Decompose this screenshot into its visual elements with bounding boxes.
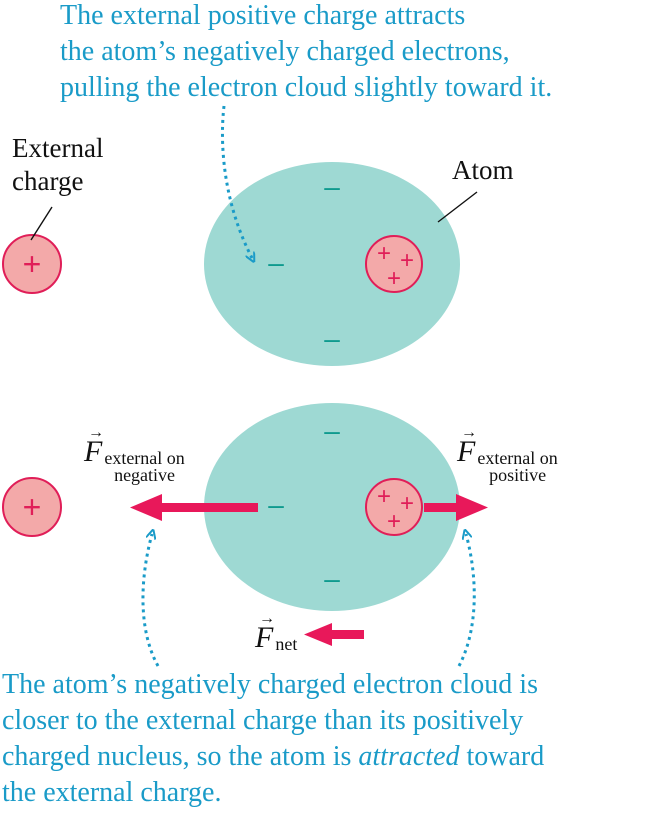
atom-electron-cloud: [204, 403, 460, 611]
bottom-caption-line: closer to the external charge than its p…: [2, 705, 524, 736]
force-subscript-line: external on: [477, 448, 558, 468]
bottom-caption-line: The atom’s negatively charged electron c…: [2, 669, 538, 700]
nucleus: [365, 478, 423, 536]
force-subscript-line: external on: [104, 448, 185, 468]
vector-arrow-icon: →: [461, 424, 477, 441]
attraction-callout-arrow: [220, 105, 252, 258]
bottom-caption-text: toward: [459, 741, 545, 772]
top-panel: – – – + + + +: [2, 105, 478, 366]
force-subscript-line: positive: [489, 465, 547, 485]
force-subscript: net: [275, 634, 298, 654]
caption-callout-arrow-right: [457, 534, 476, 667]
force-subscript-line: negative: [114, 465, 176, 485]
force-on-positive-arrow-shaft: [424, 503, 460, 512]
top-caption-line: the atom’s negatively charged electrons,: [60, 36, 510, 67]
nucleus: [365, 235, 423, 293]
force-on-positive-arrow-head: [456, 494, 488, 521]
nucleus-plus-sign: +: [400, 247, 414, 274]
electron-minus-sign: –: [324, 323, 340, 354]
force-letter: F: [255, 621, 274, 654]
bottom-caption-emphasis: attracted: [358, 741, 460, 772]
force-letter: F: [84, 435, 103, 468]
atom-label: Atom: [452, 155, 514, 185]
bottom-caption: The atom’s negatively charged electron c…: [2, 667, 544, 811]
electron-minus-sign: –: [324, 563, 340, 594]
vector-arrow-icon: →: [88, 424, 104, 441]
bottom-caption-line: charged nucleus, so the atom is attracte…: [2, 739, 544, 775]
nucleus-plus-sign: +: [377, 483, 391, 510]
force-label-net: F→net: [255, 611, 298, 654]
force-symbol: F→: [84, 425, 104, 468]
external-charge-label: External charge: [12, 132, 103, 198]
nucleus-plus-sign: +: [400, 490, 414, 517]
force-letter: F: [457, 435, 476, 468]
electron-minus-sign: –: [324, 415, 340, 446]
bottom-caption-text: charged nucleus, so the atom is: [2, 741, 359, 772]
external-charge: [2, 234, 62, 294]
top-caption-line: pulling the electron cloud slightly towa…: [60, 72, 553, 103]
nucleus-plus-sign: +: [387, 508, 401, 535]
external-charge-plus-sign: +: [23, 246, 42, 282]
force-symbol: F→: [255, 611, 275, 654]
vector-arrow-icon: →: [259, 610, 275, 627]
atom-leader-line: [437, 191, 478, 223]
external-charge-label-line: External: [12, 133, 104, 163]
top-caption: The external positive charge attracts th…: [60, 0, 552, 106]
electron-minus-sign: –: [268, 247, 284, 278]
nucleus-plus-sign: +: [377, 240, 391, 267]
electron-minus-sign: –: [268, 489, 284, 520]
external-charge: [2, 477, 62, 537]
electron-minus-sign: –: [324, 171, 340, 202]
net-force-arrow-shaft: [328, 630, 364, 639]
top-caption-line: The external positive charge attracts: [60, 0, 466, 31]
caption-callout-arrow-left: [141, 534, 160, 667]
bottom-caption-line: the external charge.: [2, 777, 222, 808]
force-on-negative-arrow-head: [130, 494, 162, 521]
atom-electron-cloud: [204, 162, 460, 366]
bottom-panel: – – – + + + +: [2, 403, 488, 667]
external-charge-plus-sign: +: [23, 489, 42, 525]
force-symbol: F→: [457, 425, 477, 468]
nucleus-plus-sign: +: [387, 265, 401, 292]
force-on-negative-arrow-shaft: [158, 503, 258, 512]
external-charge-label-line: charge: [12, 166, 84, 196]
external-charge-leader-line: [30, 206, 53, 241]
net-force-arrow-head: [304, 623, 332, 646]
